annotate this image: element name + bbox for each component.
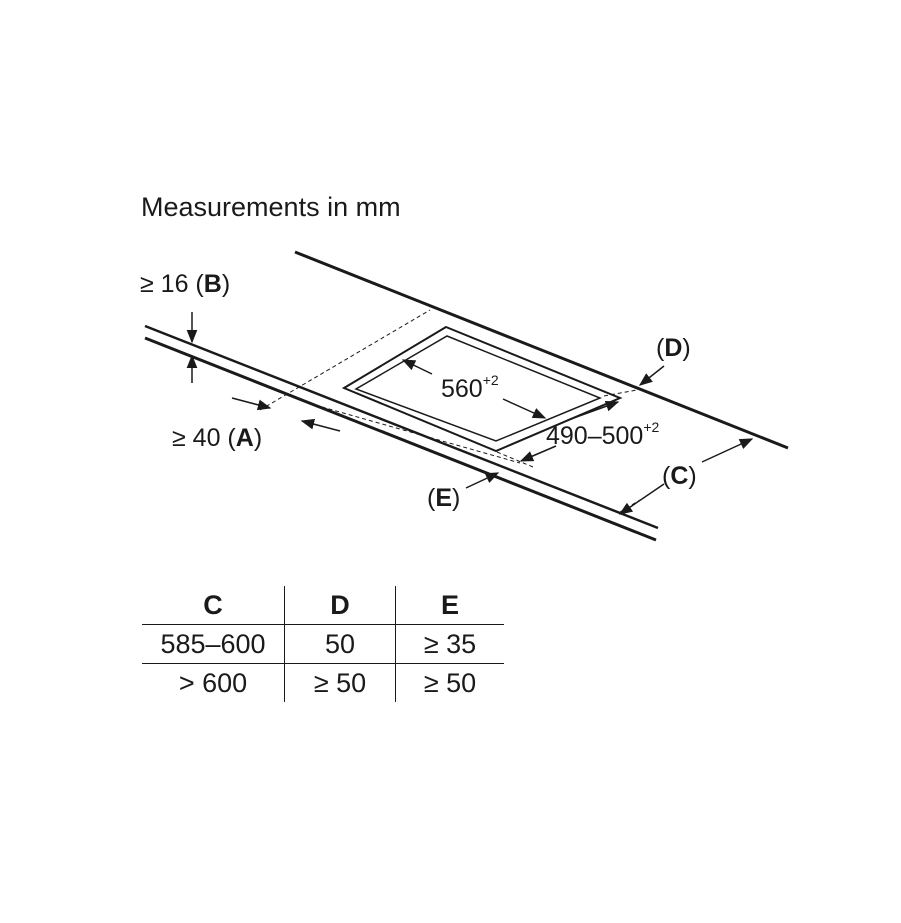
diagram-title: Measurements in mm <box>141 192 401 222</box>
cell-c: 585–600 <box>142 624 285 664</box>
label-a: ≥ 40 (A) <box>172 424 263 452</box>
label-e: (E) <box>427 484 461 512</box>
worktop-back-edge <box>294 250 789 450</box>
label-c: (C) <box>662 462 697 490</box>
cell-e: ≥ 35 <box>395 624 504 664</box>
cutout-outer <box>341 325 623 453</box>
dashed-guide-back <box>603 389 638 397</box>
measurement-table: C D E 585–600 50 ≥ 35 > 600 ≥ 50 ≥ 50 <box>142 586 504 702</box>
arrow-e <box>465 472 500 489</box>
cell-d: ≥ 50 <box>284 663 396 702</box>
arrow-depth-top <box>567 401 620 421</box>
arrow-c-bottom <box>618 483 665 515</box>
label-depth: 490–500+2 <box>546 419 660 450</box>
arrow-width-left <box>401 359 433 375</box>
dashed-guide-right <box>496 451 534 468</box>
table-row: 585–600 50 ≥ 35 <box>142 624 504 664</box>
dashed-guide-left <box>259 309 431 411</box>
arrow-d <box>638 365 665 386</box>
header-c: C <box>203 589 223 620</box>
cell-d: 50 <box>284 624 396 664</box>
arrow-width-right <box>502 398 547 419</box>
cutout-inner <box>354 335 602 442</box>
cell-c: > 600 <box>142 663 285 702</box>
worktop-front-edge-bottom <box>144 336 657 542</box>
arrow-depth-bottom <box>519 445 557 462</box>
label-b: ≥ 16 (B) <box>140 270 231 298</box>
dashed-guide-front <box>314 404 521 464</box>
cell-e: ≥ 50 <box>395 663 504 702</box>
label-d: (D) <box>656 334 691 362</box>
table-row: > 600 ≥ 50 ≥ 50 <box>142 663 504 702</box>
label-width: 560+2 <box>441 372 499 403</box>
header-d: D <box>284 586 396 625</box>
arrow-a-right <box>300 418 341 432</box>
header-e: E <box>395 586 504 625</box>
arrow-c-top <box>701 438 754 463</box>
worktop-front-edge-top <box>144 324 659 530</box>
arrow-a-left <box>231 397 272 411</box>
table-header-row: C D E <box>142 586 504 625</box>
